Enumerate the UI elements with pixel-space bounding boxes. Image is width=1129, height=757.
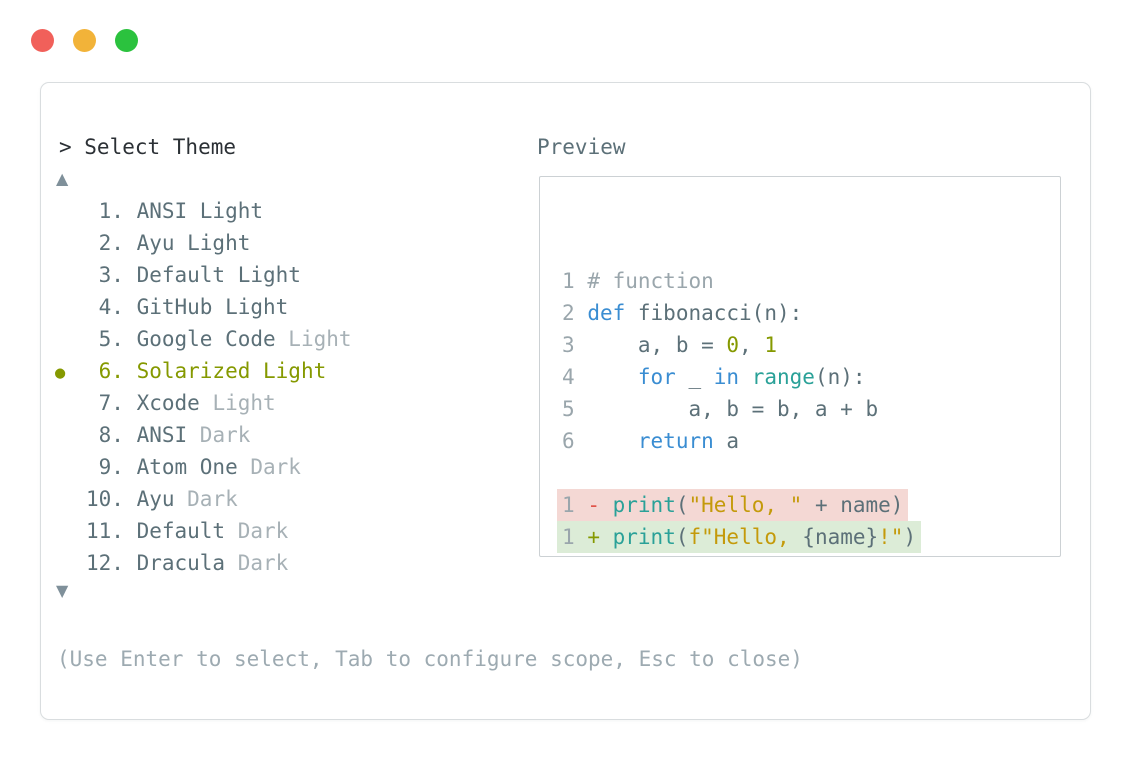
theme-list-item[interactable]: 1. ANSI Light [86, 199, 264, 223]
theme-list-item[interactable]: 7. Xcode Light [86, 391, 276, 415]
code-line: 2 def fibonacci(n): [562, 301, 803, 325]
preview-title: Preview [537, 135, 626, 159]
minimize-button[interactable] [73, 29, 96, 52]
theme-list-item[interactable]: 11. Default Dark [86, 519, 289, 543]
theme-list-item[interactable]: 8. ANSI Dark [86, 423, 251, 447]
theme-list-item[interactable]: 4. GitHub Light [86, 295, 289, 319]
code-line: 5 a, b = b, a + b [562, 397, 879, 421]
code-line: 4 for _ in range(n): [562, 365, 866, 389]
command-prompt: > Select Theme [59, 135, 237, 159]
theme-list-item[interactable]: 5. Google Code Light [86, 327, 352, 351]
theme-list-item[interactable]: 2. Ayu Light [86, 231, 251, 255]
theme-list-item[interactable]: 12. Dracula Dark [86, 551, 289, 575]
maximize-button[interactable] [115, 29, 138, 52]
window-controls [31, 29, 138, 52]
theme-list-item[interactable]: 10. Ayu Dark [86, 487, 238, 511]
scroll-down-icon[interactable]: ▼ [56, 581, 69, 600]
diff-line-added: 1 + print(f"Hello, {name}!") [557, 521, 1060, 553]
diff-line-removed: 1 - print("Hello, " + name) [557, 489, 1060, 521]
selected-bullet-icon: ● [55, 363, 66, 383]
theme-list-item[interactable]: 3. Default Light [86, 263, 301, 287]
preview-pane: 1 # function 2 def fibonacci(n): 3 a, b = … [539, 176, 1061, 557]
theme-list-item[interactable]: ● 6. Solarized Light [41, 355, 519, 387]
theme-list-item[interactable]: 9. Atom One Dark [86, 455, 301, 479]
close-button[interactable] [31, 29, 54, 52]
preview-code: 1 # function 2 def fibonacci(n): 3 a, b = … [540, 215, 1060, 553]
scroll-up-icon[interactable]: ▲ [56, 169, 69, 188]
code-line [562, 457, 1060, 489]
code-line: 1 # function [562, 269, 714, 293]
theme-picker-panel: > Select Theme Preview ▲ 1. ANSI Light 2… [40, 82, 1091, 720]
theme-list: 1. ANSI Light 2. Ayu Light 3. Default Li… [41, 195, 519, 579]
code-line: 6 return a [562, 429, 740, 453]
code-line: 3 a, b = 0, 1 [562, 333, 777, 357]
footer-hint: (Use Enter to select, Tab to configure s… [57, 647, 803, 671]
